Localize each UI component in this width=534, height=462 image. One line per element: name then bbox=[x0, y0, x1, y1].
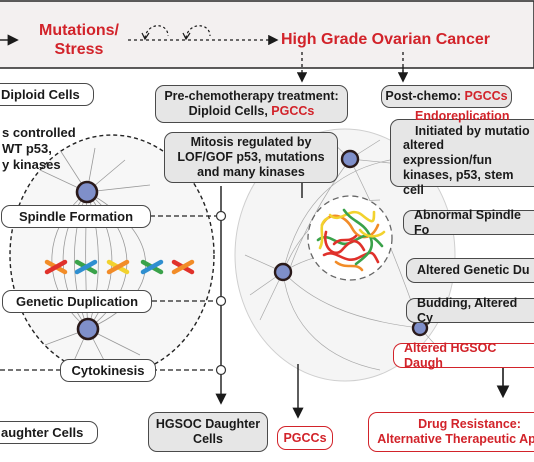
controlled-line-2: WT p53, bbox=[2, 141, 52, 156]
mutations-line1: Mutations/ bbox=[39, 22, 119, 39]
cytokinesis-label: Cytokinesis bbox=[71, 362, 145, 378]
hgsoc-line-2: Cells bbox=[193, 432, 223, 446]
endo-line-3: kinases, p53, stem cell bbox=[403, 167, 514, 197]
node-cytokinesis bbox=[215, 364, 227, 376]
drug-line-2: Alternative Therapeutic Ap bbox=[377, 432, 534, 446]
altered-hgsoc-label: Altered HGSOC Daugh bbox=[404, 340, 497, 370]
cytokinesis-box: Cytokinesis bbox=[60, 359, 156, 382]
endo-line-2: altered expression/fun bbox=[403, 138, 492, 167]
drug-line-1: Drug Resistance: bbox=[418, 417, 521, 432]
controlled-line-3: y kinases bbox=[2, 157, 61, 172]
hgsoc-daughter-box: HGSOC Daughter Cells bbox=[148, 412, 268, 452]
daughter-cells-label: aughter Cells bbox=[1, 424, 84, 440]
abnormal-spindle-box: Abnormal Spindle Fo bbox=[403, 207, 534, 237]
genetic-duplication-box: Genetic Duplication bbox=[2, 290, 152, 313]
diploid-cells-label: Diploid Cells bbox=[1, 86, 80, 102]
altered-genetic-box: Altered Genetic Du bbox=[406, 258, 534, 283]
diploid-cells-box: Diploid Cells bbox=[0, 83, 94, 106]
budding-box: Budding, Altered Cy bbox=[406, 295, 534, 325]
pgccs-box: PGCCs bbox=[277, 426, 333, 450]
altered-genetic-label: Altered Genetic Du bbox=[417, 263, 530, 278]
pre-chemo-line2: Diploid Cells, PGCCs bbox=[189, 104, 315, 119]
post-chemo-box: Post-chemo: PGCCs bbox=[381, 85, 512, 108]
endo-line-1: Initiated by mutatio bbox=[415, 123, 530, 138]
post-chemo-pgccs: PGCCs bbox=[464, 89, 508, 104]
pgccs-label: PGCCs bbox=[283, 430, 327, 445]
node-duplication bbox=[215, 295, 227, 307]
cancer-title: High Grade Ovarian Cancer bbox=[281, 31, 490, 48]
node-spindle bbox=[215, 210, 227, 222]
pre-chemo-line1: Pre-chemotherapy treatment: bbox=[164, 89, 339, 104]
post-chemo-line: Post-chemo: PGCCs bbox=[385, 89, 507, 104]
mitosis-box: Mitosis regulated by LOF/GOF p53, mutati… bbox=[164, 132, 338, 183]
mutations-line2: Stress bbox=[54, 41, 104, 58]
mitosis-line-2: LOF/GOF p53, mutations bbox=[177, 150, 325, 165]
daughter-cells-box: aughter Cells bbox=[0, 421, 98, 444]
pre-chemo-pgccs: PGCCs bbox=[271, 104, 315, 118]
endoreplication-box: Endoreplication Initiated by mutatio alt… bbox=[390, 109, 534, 197]
spindle-formation-box: Spindle Formation bbox=[1, 205, 151, 228]
spindle-formation-label: Spindle Formation bbox=[18, 208, 134, 224]
genetic-duplication-label: Genetic Duplication bbox=[15, 293, 139, 309]
post-chemo-text: Post-chemo: bbox=[385, 89, 465, 104]
header-band bbox=[0, 0, 534, 69]
pre-chemo-diploid: Diploid Cells, bbox=[188, 104, 272, 118]
header-loop-arrow-1 bbox=[144, 25, 169, 39]
hgsoc-line-1: HGSOC Daughter bbox=[155, 417, 261, 432]
header-loop-arrow-1-head bbox=[141, 32, 150, 41]
budding-label: Budding, Altered Cy bbox=[417, 295, 518, 325]
mitosis-line-1: Mitosis regulated by bbox=[190, 135, 312, 150]
pre-chemo-box: Pre-chemotherapy treatment: Diploid Cell… bbox=[155, 85, 348, 123]
chromosome-row bbox=[44, 259, 195, 275]
drug-resistance-box: Drug Resistance: Alternative Therapeutic… bbox=[368, 412, 534, 452]
endoreplication-title: Endoreplication bbox=[415, 108, 510, 123]
altered-hgsoc-box: Altered HGSOC Daugh bbox=[393, 340, 534, 370]
abnormal-spindle-label: Abnormal Spindle Fo bbox=[414, 207, 521, 237]
controlled-line-1: s controlled bbox=[2, 125, 76, 140]
polyploid-cell bbox=[234, 128, 456, 382]
mutations-label: Mutations/ Stress bbox=[35, 21, 123, 59]
header-loop-arrow-2-head bbox=[182, 32, 191, 41]
mitosis-line-3: and many kinases bbox=[197, 164, 305, 179]
controlled-text: s controlled WT p53, y kinases bbox=[2, 125, 76, 173]
